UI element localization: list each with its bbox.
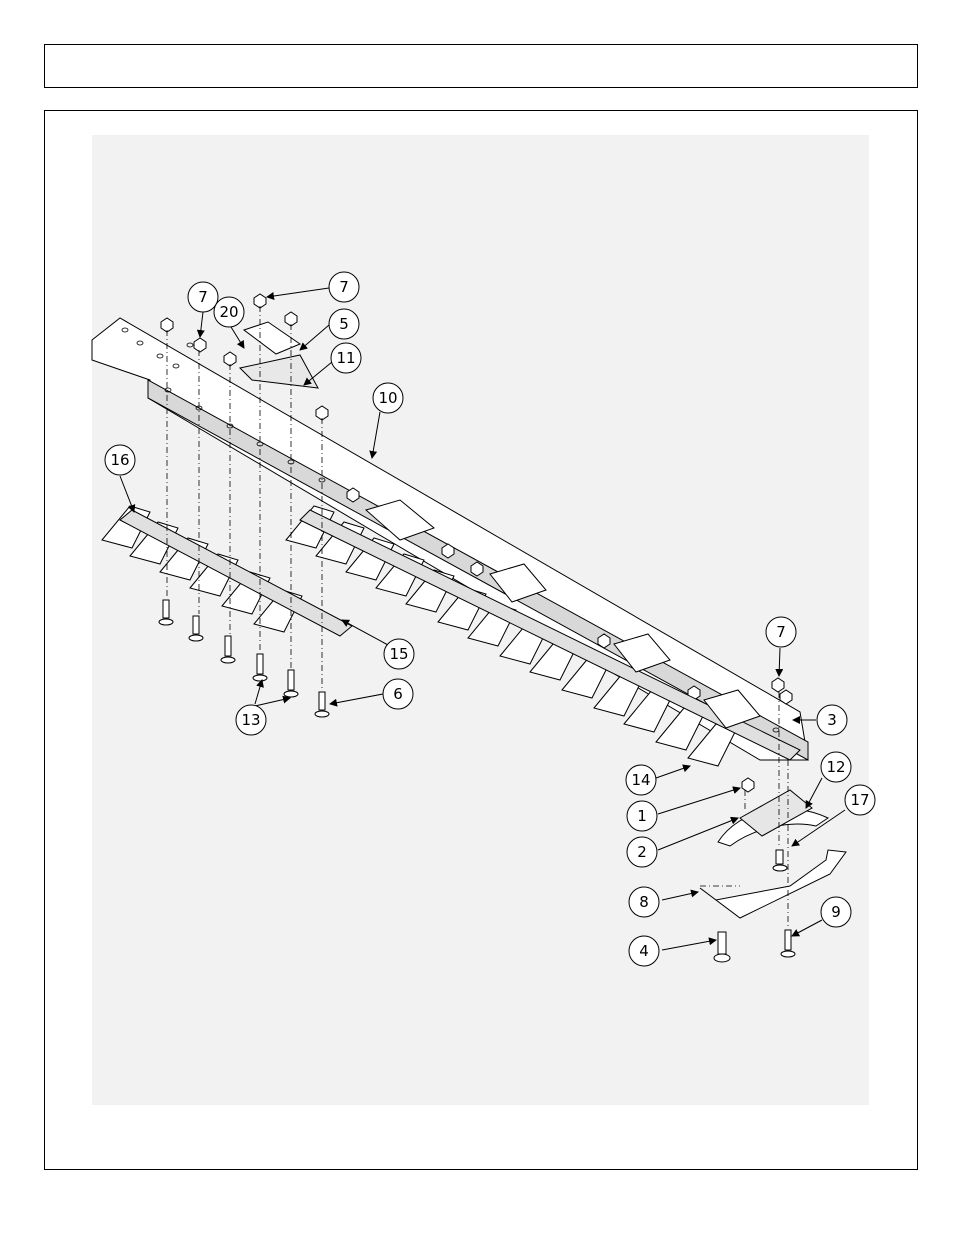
callout-14: 14 [626, 765, 656, 795]
svg-text:13: 13 [241, 711, 260, 729]
svg-text:1: 1 [637, 807, 647, 825]
callout-13: 13 [236, 705, 266, 735]
svg-text:11: 11 [336, 349, 355, 367]
knife-sections-right [286, 506, 800, 766]
callout-10: 10 [373, 383, 403, 413]
callout-12: 12 [821, 752, 851, 782]
svg-text:20: 20 [219, 303, 238, 321]
callout-15: 15 [384, 639, 414, 669]
end-shoe-assembly [700, 790, 846, 918]
svg-text:7: 7 [198, 288, 208, 306]
callout-5: 5 [329, 309, 359, 339]
svg-text:4: 4 [639, 942, 649, 960]
svg-text:17: 17 [850, 791, 869, 809]
svg-text:12: 12 [826, 758, 845, 776]
callout-17: 17 [845, 785, 875, 815]
callout-9: 9 [821, 897, 851, 927]
callout-2: 2 [627, 837, 657, 867]
svg-text:15: 15 [389, 645, 408, 663]
callout-11: 11 [331, 343, 361, 373]
callout-7-right: 7 [766, 617, 796, 647]
svg-text:14: 14 [631, 771, 650, 789]
svg-text:10: 10 [378, 389, 397, 407]
callout-1: 1 [627, 801, 657, 831]
svg-text:8: 8 [639, 893, 649, 911]
callout-7-top: 7 [329, 272, 359, 302]
svg-text:9: 9 [831, 903, 841, 921]
callout-3: 3 [817, 705, 847, 735]
callout-6: 6 [383, 679, 413, 709]
callout-20: 20 [214, 297, 244, 327]
callout-8: 8 [629, 887, 659, 917]
svg-text:7: 7 [339, 278, 349, 296]
svg-text:6: 6 [393, 685, 403, 703]
svg-text:7: 7 [776, 623, 786, 641]
cutter-bar [92, 318, 808, 760]
svg-text:2: 2 [637, 843, 647, 861]
callout-16: 16 [105, 445, 135, 475]
callout-4: 4 [629, 936, 659, 966]
svg-text:3: 3 [827, 711, 837, 729]
svg-text:16: 16 [110, 451, 129, 469]
svg-text:5: 5 [339, 315, 349, 333]
callout-7-top-left: 7 [188, 282, 218, 312]
